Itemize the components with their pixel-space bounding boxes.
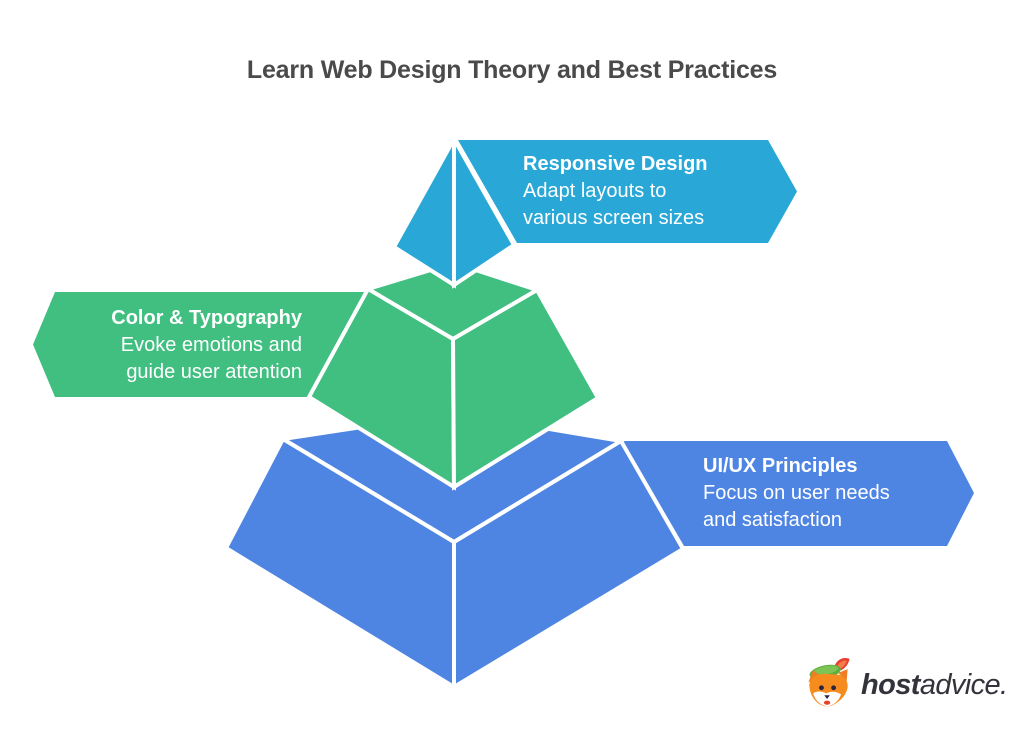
responsive-design-label: Responsive Design Adapt layouts to vario…	[523, 151, 708, 232]
uiux-principles-label: UI/UX Principles Focus on user needs and…	[703, 453, 890, 534]
logo-word-advice: advice.	[919, 668, 1008, 701]
responsive-label-band	[458, 140, 797, 243]
tier-responsive-design	[391, 131, 797, 289]
color-typography-label: Color & Typography Evoke emotions and gu…	[40, 305, 302, 386]
uiux-label-band	[623, 441, 974, 546]
responsive-design-heading: Responsive Design	[523, 153, 708, 175]
page-title: Learn Web Design Theory and Best Practic…	[246, 56, 778, 84]
hostadvice-logo: hostadvice.	[800, 656, 1008, 714]
responsive-right-face	[452, 131, 517, 289]
responsive-left-face	[391, 131, 456, 289]
color-typography-right-face	[450, 287, 601, 491]
tier-uiux-principles	[223, 410, 974, 691]
color-typography-label-band	[33, 292, 367, 397]
logo-word-host: host	[861, 668, 920, 701]
uiux-principles-line1: Focus on user needs	[703, 482, 890, 504]
tier-color-typography	[33, 260, 601, 491]
logo-wordmark: hostadvice.	[861, 669, 1008, 702]
uiux-right-face	[452, 438, 686, 691]
responsive-design-line2: various screen sizes	[523, 207, 705, 229]
color-typography-line1: Evoke emotions and	[120, 334, 302, 356]
responsive-design-line1: Adapt layouts to	[523, 180, 667, 202]
uiux-principles-line2: and satisfaction	[703, 509, 842, 531]
color-typography-line2: guide user attention	[126, 361, 302, 383]
uiux-principles-heading: UI/UX Principles	[703, 455, 858, 477]
color-typography-heading: Color & Typography	[111, 307, 302, 329]
fox-mascot-icon	[808, 657, 850, 707]
